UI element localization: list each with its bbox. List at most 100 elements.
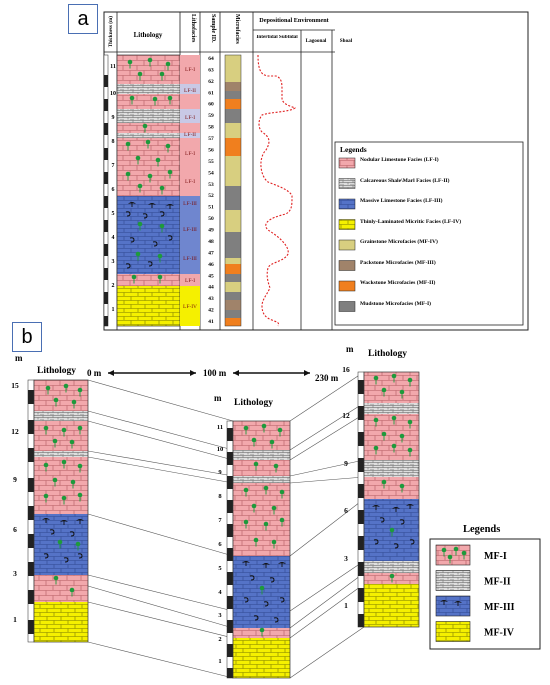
sample-id: 53 xyxy=(208,182,214,188)
col2-tick: 3 xyxy=(218,612,222,619)
sample-id: 62 xyxy=(208,79,214,85)
panel-a-legend: Legends Nodular Limestone Facies (LF-I) C… xyxy=(334,141,524,326)
panel-b: m Lithology m Lithology m Lithology 0 m … xyxy=(11,344,541,679)
col2-lithology-label: Lithology xyxy=(234,398,273,408)
panel-b-legend: Legends MF-I MF-II MF-III MF-IV xyxy=(429,524,541,650)
legend-a-label: Wackstone Microfacies (MF-II) xyxy=(360,280,436,286)
sample-id: 59 xyxy=(208,113,214,119)
lf-label: LF-I xyxy=(185,115,195,121)
sample-id: 50 xyxy=(208,216,214,222)
thickness-tick: 8 xyxy=(112,139,115,145)
header-thickness: Thickness (m) xyxy=(107,16,114,48)
col1-m-label: m xyxy=(15,353,23,363)
sample-id: 58 xyxy=(208,125,214,131)
col3-m-label: m xyxy=(346,344,354,354)
thickness-tick: 6 xyxy=(112,187,115,193)
sample-id-list: 4142434445464748495051525354555657585960… xyxy=(208,56,214,325)
legend-a-label: Packstone Microfacies (MF-III) xyxy=(360,259,436,266)
col3-ticks: 1 3 6 9 12 16 xyxy=(342,365,350,610)
thickness-tick: 4 xyxy=(112,235,115,241)
sample-id: 45 xyxy=(208,273,214,279)
panel-b-label: b xyxy=(12,322,42,352)
col2-tick: 2 xyxy=(218,636,221,643)
sample-id: 44 xyxy=(208,285,214,291)
header-shoal: Shoal xyxy=(340,38,353,44)
col3-tick: 12 xyxy=(342,411,350,420)
sample-id: 52 xyxy=(208,193,214,199)
legend-b-label: MF-IV xyxy=(484,628,515,639)
legend-a-label: Mudstone Microfacies (MF-I) xyxy=(360,300,432,307)
distance-scale: 0 m 100 m 230 m xyxy=(87,368,339,383)
legend-a-label: Calcareous Shale\Marl Facies (LF-II) xyxy=(360,177,450,184)
lf-label: LF-III xyxy=(183,227,197,233)
panel-a-label: a xyxy=(68,4,98,34)
col2-tick: 6 xyxy=(218,541,222,548)
col3-tick: 16 xyxy=(342,365,350,374)
sample-id: 46 xyxy=(208,262,214,268)
lf-label: LF-III xyxy=(183,201,197,207)
lf-label: LF-IV xyxy=(183,304,197,310)
header-sample-id: Sample ID. xyxy=(210,14,216,43)
col2-tick: 1 xyxy=(218,658,221,665)
col2-ticks: 1 2 3 4 5 6 7 8 9 10 11 xyxy=(217,424,224,665)
legend-a-title: Legends xyxy=(340,145,367,154)
col1-tick: 9 xyxy=(13,475,17,484)
thickness-tick: 2 xyxy=(112,283,115,289)
legend-b-swatch xyxy=(435,595,471,617)
legend-a-swatch xyxy=(338,280,356,292)
distance-right: 230 m xyxy=(315,373,339,383)
legend-b-label: MF-II xyxy=(484,577,511,588)
col2-tick: 4 xyxy=(218,589,222,596)
thickness-ticks: 1 2 3 4 5 6 7 8 9 10 11 xyxy=(110,64,116,313)
legend-a-swatch xyxy=(338,301,356,312)
sample-id: 49 xyxy=(208,228,214,234)
legend-a-swatch xyxy=(338,219,356,230)
legend-b-label: MF-III xyxy=(484,602,515,613)
distance-mid: 100 m xyxy=(203,368,227,378)
sample-id: 64 xyxy=(208,56,214,62)
sample-id: 56 xyxy=(208,148,214,154)
panel-a-lithology-column xyxy=(116,54,181,327)
col2-tick: 8 xyxy=(218,493,222,500)
legend-b-title: Legends xyxy=(463,524,500,535)
col1-tick: 12 xyxy=(11,427,19,436)
legend-a-label: Grainstone Microfacies (MF-IV) xyxy=(360,239,438,245)
correlation-lines xyxy=(87,371,365,679)
col1-ticks: 1 3 6 9 12 15 xyxy=(11,381,19,624)
thickness-tick: 10 xyxy=(110,91,116,97)
depositional-curve xyxy=(257,54,297,327)
header-lithofacies: Lithofacies xyxy=(190,14,196,43)
lf-label: LF-I xyxy=(185,278,195,284)
legend-b-label: MF-I xyxy=(484,551,507,562)
col2-tick: 7 xyxy=(218,517,222,524)
header-intertidal: Intertidal Subtidal xyxy=(256,35,298,40)
column-1 xyxy=(27,379,89,643)
thickness-tick: 9 xyxy=(112,115,115,121)
sample-id: 57 xyxy=(208,136,214,142)
sample-id: 51 xyxy=(208,205,214,211)
column-2 xyxy=(226,420,291,679)
column-3 xyxy=(357,371,420,628)
legend-b-swatch xyxy=(435,621,471,642)
col1-lithology-label: Lithology xyxy=(37,366,76,376)
lithofacies-labels: LF-IV LF-I LF-III LF-III LF-III LF-I LF-… xyxy=(183,67,197,310)
legend-a-swatch xyxy=(338,198,356,210)
panel-a-thickness-bar xyxy=(103,54,109,327)
panel-a: Thickness (m) Lithology Lithofacies Samp… xyxy=(103,11,529,331)
lf-label: LF-II xyxy=(184,132,196,138)
sample-id: 61 xyxy=(208,90,214,96)
col2-tick: 10 xyxy=(217,446,224,453)
header-lithology: Lithology xyxy=(134,31,163,39)
panel-a-microfacies-column xyxy=(224,54,242,327)
col1-tick: 1 xyxy=(13,615,17,624)
sample-id: 47 xyxy=(208,250,214,256)
col1-tick: 15 xyxy=(11,381,19,390)
lf-label: LF-I xyxy=(185,151,195,157)
thickness-tick: 3 xyxy=(112,259,115,265)
legend-a-label: Thinly-Laminated Micritic Facies (LF-IV) xyxy=(360,218,462,225)
sample-id: 42 xyxy=(208,308,214,314)
legend-a-label: Nodular Limestone Facies (LF-I) xyxy=(360,157,439,163)
lf-label: LF-II xyxy=(184,88,196,94)
thickness-tick: 5 xyxy=(112,211,115,217)
header-environment: Depositional Environment xyxy=(259,17,329,24)
